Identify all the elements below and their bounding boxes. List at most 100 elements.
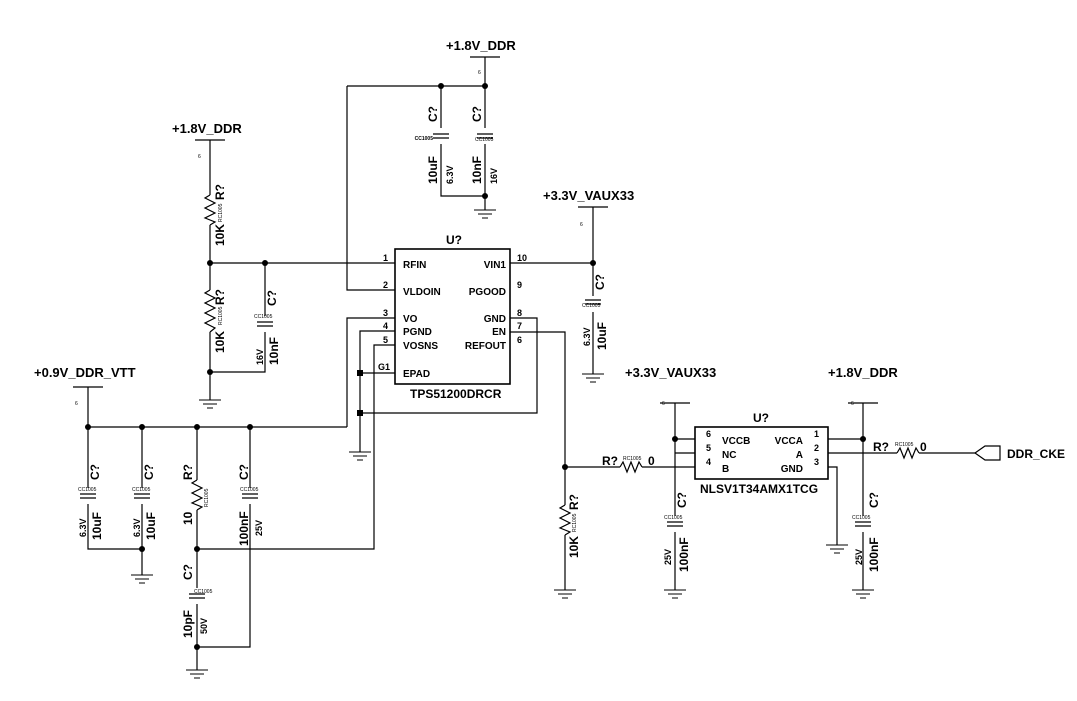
pin-name: GND: [781, 464, 803, 475]
ground-symbols: [131, 209, 874, 679]
junction: [262, 260, 268, 266]
net-label: +3.3V_VAUX33: [543, 188, 634, 203]
footprint-label: CC1005: [415, 136, 434, 142]
pin-number: 7: [517, 321, 522, 331]
cap-value: 10nF: [267, 337, 281, 365]
pin-number: G1: [378, 362, 390, 372]
pin-number: 3: [814, 457, 819, 467]
pin-name: VCCB: [722, 436, 750, 447]
net-label: +1.8V_DDR: [446, 38, 516, 53]
pin-name: VOSNS: [403, 341, 438, 352]
capacitor-c8: CC1005 C? 10pF 50V: [181, 564, 213, 638]
junction: [194, 424, 200, 430]
pin-name: RFIN: [403, 260, 426, 271]
pin-number: 9: [517, 280, 522, 290]
footprint-label: RC1005: [623, 456, 642, 462]
ic-ref: U?: [446, 233, 462, 247]
cap-ref: C?: [470, 106, 484, 122]
resistor-r6: R? RC1005 0: [873, 440, 927, 460]
capacitor-c3: CC1005 C? 10nF 16V: [254, 290, 281, 365]
ground-symbol-icon: [131, 574, 153, 584]
power-pin-number: 6: [662, 401, 665, 407]
port-arrow-icon: [973, 445, 1001, 461]
cap-ref: C?: [675, 492, 689, 508]
ground-symbol-icon: [852, 589, 874, 599]
cap-voltage: 6.3V: [445, 165, 455, 184]
cap-ref: C?: [181, 564, 195, 580]
port-label: DDR_CKE: [1007, 447, 1065, 461]
power-pin-number: 6: [580, 222, 583, 228]
pin-number: 4: [706, 457, 711, 467]
footprint-label: RC1005: [572, 513, 578, 532]
resistor-value: 0: [920, 440, 927, 454]
ic-part-number: NLSV1T34AMX1TCG: [700, 482, 818, 496]
cap-ref: C?: [88, 464, 102, 480]
resistor-r5: R? RC1005 0: [602, 454, 655, 474]
ground-symbol-icon: [186, 669, 208, 679]
power-port-ddr-right: +1.8V_DDR 6: [828, 365, 898, 407]
pin-number: 6: [706, 429, 711, 439]
cap-ref: C?: [237, 464, 251, 480]
junction: [438, 83, 444, 89]
ground-symbol-icon: [582, 373, 604, 383]
junction: [562, 464, 568, 470]
footprint-label: CC1005: [194, 589, 213, 595]
ic-ref: U?: [753, 411, 769, 425]
resistor-value: 10K: [567, 536, 581, 558]
net-label: +0.9V_DDR_VTT: [34, 365, 136, 380]
pin-number: 2: [814, 443, 819, 453]
junction: [207, 260, 213, 266]
pin-number: 8: [517, 308, 522, 318]
junction: [194, 644, 200, 650]
pin-number: 10: [517, 253, 527, 263]
pin-name: PGND: [403, 327, 432, 338]
cap-value: 10uF: [595, 322, 609, 350]
pin-name: VO: [403, 314, 418, 325]
cap-ref: C?: [265, 290, 279, 306]
ground-symbol-icon: [474, 209, 496, 219]
cap-voltage: 25V: [854, 549, 864, 565]
cap-ref: C?: [593, 274, 607, 290]
capacitor-c7: CC1005 C? 100nF 25V: [237, 464, 264, 546]
cap-voltage: 25V: [254, 520, 264, 536]
resistor-r4: R? RC1005 10K: [558, 494, 581, 558]
ground-symbol-icon: [826, 544, 848, 554]
ground-symbol-icon: [554, 589, 576, 599]
resistor-ref: R?: [567, 494, 581, 510]
cap-voltage: 16V: [489, 168, 499, 184]
resistor-ref: R?: [873, 440, 889, 454]
pin-number: 5: [383, 335, 388, 345]
cap-voltage: 6.3V: [582, 327, 592, 346]
ground-symbol-icon: [349, 451, 371, 461]
footprint-label: RC1005: [204, 488, 210, 507]
junction: [590, 260, 596, 266]
cap-value: 10uF: [90, 512, 104, 540]
net-label: +3.3V_VAUX33: [625, 365, 716, 380]
net-label: +1.8V_DDR: [828, 365, 898, 380]
pin-name: EN: [492, 327, 506, 338]
pin-name: NC: [722, 450, 736, 461]
ground-symbol-icon: [664, 589, 686, 599]
footprint-label: CC1005: [254, 314, 273, 320]
cap-voltage: 25V: [663, 549, 673, 565]
pin-number: 3: [383, 308, 388, 318]
port-ddr-cke: DDR_CKE: [973, 445, 1065, 461]
cap-value: 100nF: [867, 537, 881, 572]
footprint-label: CC1005: [78, 487, 97, 493]
pin-number: 1: [814, 429, 819, 439]
power-port-vaux-right: +3.3V_VAUX33 6: [625, 365, 716, 407]
footprint-label: CC1005: [132, 487, 151, 493]
power-port-vtt: +0.9V_DDR_VTT 6: [34, 365, 136, 407]
power-pin-number: 6: [75, 401, 78, 407]
junction: [357, 370, 363, 376]
net-label: +1.8V_DDR: [172, 121, 242, 136]
cap-ref: C?: [867, 492, 881, 508]
ic-part-number: TPS51200DRCR: [410, 387, 502, 401]
resistor-r3: R? RC1005 10: [181, 464, 210, 525]
resistor-r2: R? RC1005 10K: [203, 289, 227, 353]
power-port-ddr-left: +1.8V_DDR 6: [172, 121, 242, 160]
pin-number: 6: [517, 335, 522, 345]
resistor-value: 0: [648, 454, 655, 468]
junction: [482, 193, 488, 199]
